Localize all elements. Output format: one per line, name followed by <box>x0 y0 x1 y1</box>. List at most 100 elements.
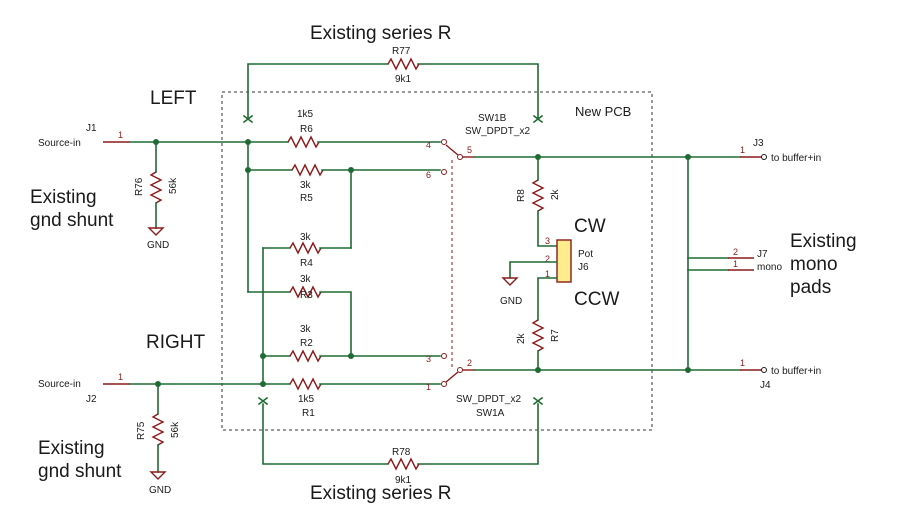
r4-value: 3k <box>300 232 312 243</box>
sw1a-switch: 3 1 2 SW_DPDT_x2 SW1A <box>426 353 521 419</box>
r4-ref: R4 <box>300 258 313 269</box>
j3-ref: J3 <box>753 138 764 149</box>
r1-ref: R1 <box>302 408 315 419</box>
r76-value: 56k <box>168 177 179 194</box>
r77-wiring: R77 9k1 <box>242 46 544 124</box>
sw1b-value: SW_DPDT_x2 <box>465 126 530 137</box>
r6-value: 1k5 <box>297 109 314 120</box>
j6-pin2: 2 <box>545 254 550 264</box>
sw1a-pin3: 3 <box>426 354 431 364</box>
note-gnd-shunt-bottom-2: gnd shunt <box>38 461 122 482</box>
r3-ref: R3 <box>300 290 313 301</box>
note-existing-series-r-top: Existing series R <box>310 23 452 44</box>
sw1b-ref: SW1B <box>478 113 507 124</box>
r5-value: 3k <box>300 180 312 191</box>
j7-pin1: 1 <box>733 259 738 269</box>
junction <box>260 381 266 387</box>
r3-lead-right <box>319 291 352 357</box>
j1-connector: J1 Source-in 1 <box>38 123 130 149</box>
r8-ref: R8 <box>516 189 527 202</box>
j6-pot-header <box>556 239 572 283</box>
gnd-label: GND <box>147 240 169 251</box>
r7-ref: R7 <box>550 329 561 342</box>
j1-pin: 1 <box>118 130 123 140</box>
note-mono-2: mono <box>790 254 838 275</box>
r7-value: 2k <box>516 332 527 344</box>
sw1a-ref: SW1A <box>476 408 505 419</box>
j4-label: to buffer+in <box>771 366 821 377</box>
r6-resistor-group: 1k5 R6 <box>287 109 320 149</box>
no-connect-r78-right <box>532 396 544 406</box>
sw1b-pin4: 4 <box>426 140 431 150</box>
j6-ref: J6 <box>578 262 589 273</box>
r7-lead-top <box>537 277 557 321</box>
r78-value: 9k1 <box>395 475 412 486</box>
r5-ref: R5 <box>300 193 313 204</box>
r8-resistor <box>531 179 545 212</box>
r5-resistor <box>291 163 324 177</box>
note-cw: CW <box>574 216 606 237</box>
gnd-label: GND <box>149 485 171 496</box>
note-mono-1: Existing <box>790 231 857 252</box>
j6-pin1: 1 <box>545 269 550 279</box>
r1-resistor <box>289 377 322 391</box>
sw1b-pin6: 6 <box>426 170 431 180</box>
j2-label: Source-in <box>38 379 81 390</box>
r3-resistor <box>289 285 322 299</box>
note-ccw: CCW <box>574 289 619 310</box>
sw1a-pin1: 1 <box>426 382 431 392</box>
j7-pin2: 2 <box>733 247 738 257</box>
sw1b-pin5: 5 <box>467 145 472 155</box>
note-gnd-shunt-bottom-1: Existing <box>38 438 105 459</box>
note-mono-3: pads <box>790 277 831 298</box>
r8-value: 2k <box>550 188 561 200</box>
r2-value: 3k <box>300 324 312 335</box>
junction <box>348 353 354 359</box>
r76-shunt: R76 56k GND <box>134 141 179 251</box>
note-right: RIGHT <box>146 332 206 353</box>
note-existing-series-r-bottom: Existing series R <box>310 483 452 504</box>
r8-lead-bottom <box>537 210 557 247</box>
j6-value: Pot <box>578 249 593 260</box>
gnd-symbol <box>501 277 519 286</box>
no-connect-r78-left <box>257 396 269 406</box>
note-gnd-shunt-top-1: Existing <box>30 187 97 208</box>
j7-label: mono <box>757 262 782 273</box>
r75-value: 56k <box>170 421 181 438</box>
j7-ref: J7 <box>757 249 768 260</box>
r75-ref: R75 <box>136 421 147 440</box>
r7-resistor <box>531 319 545 352</box>
no-connect-r77-right <box>532 114 544 124</box>
r77-ref: R77 <box>392 46 411 57</box>
note-left: LEFT <box>150 88 197 109</box>
r4-resistor <box>289 241 322 255</box>
j1-label: Source-in <box>38 138 81 149</box>
r2-ref: R2 <box>300 338 313 349</box>
r1-value: 1k5 <box>298 394 315 405</box>
j4-pin: 1 <box>740 358 745 368</box>
r2-resistor <box>289 349 322 363</box>
j3-connector: 1 J3 to buffer+in <box>740 138 821 164</box>
r77-resistor <box>387 57 420 71</box>
sw1a-value: SW_DPDT_x2 <box>456 394 521 405</box>
r76-ref: R76 <box>134 177 145 196</box>
r75-shunt: R75 56k GND <box>136 383 181 496</box>
sw1b-switch: 4 6 5 SW1B SW_DPDT_x2 <box>426 113 530 180</box>
j2-pin: 1 <box>118 372 123 382</box>
j6-wiper-to-gnd <box>509 261 557 279</box>
r78-wiring: R78 9k1 <box>257 396 544 486</box>
j6-pin3: 3 <box>545 236 550 246</box>
r78-ref: R78 <box>392 447 411 458</box>
r78-resistor <box>387 457 420 471</box>
r6-ref: R6 <box>300 124 313 135</box>
j3-label: to buffer+in <box>771 153 821 164</box>
j2-ref: J2 <box>86 394 97 405</box>
j3-pin: 1 <box>740 145 745 155</box>
j1-ref: J1 <box>86 123 97 134</box>
j2-connector: Source-in J2 1 <box>38 372 130 405</box>
new-pcb-label: New PCB <box>575 104 631 119</box>
r77-value: 9k1 <box>395 74 412 85</box>
j4-connector: 1 to buffer+in J4 <box>740 358 821 391</box>
r3-value: 3k <box>300 274 312 285</box>
